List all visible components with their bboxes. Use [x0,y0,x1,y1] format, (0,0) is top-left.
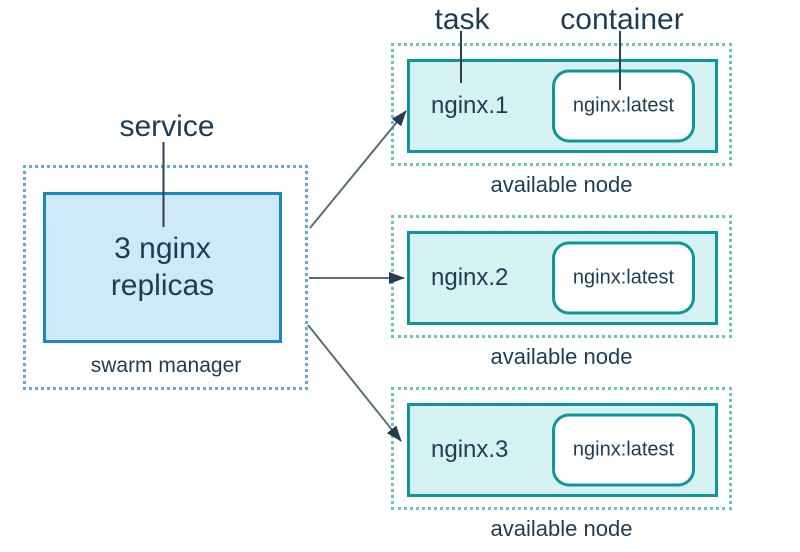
task-label: task [434,3,490,36]
task-box-3: nginx.3 nginx:latest [407,403,718,497]
task-box-2: nginx.2 nginx:latest [407,231,718,325]
container-box-3: nginx:latest [552,413,695,487]
node-caption-2: available node [490,344,633,369]
container-image-2: nginx:latest [572,266,675,289]
swarm-manager-caption: swarm manager [90,354,242,377]
container-image-3: nginx:latest [572,438,675,461]
available-node-2: nginx.2 nginx:latest available node [391,215,732,369]
available-node-3: nginx.3 nginx:latest available node [391,387,732,541]
arrow-to-node-3 [307,324,402,442]
container-label: container [560,3,684,36]
task-name-3: nginx.3 [431,436,509,463]
container-box-2: nginx:latest [552,241,695,315]
swarm-manager-dotted-box [23,165,308,390]
service-label: service [119,110,215,143]
node-caption-3: available node [490,516,633,541]
service-replicas-box: 3 nginx replicas [43,192,282,343]
container-image-1: nginx:latest [572,94,675,117]
container-box-1: nginx:latest [552,69,695,143]
task-name-1: nginx.1 [431,92,509,119]
available-node-1: nginx.1 nginx:latest available node [391,43,732,197]
node-caption-1: available node [490,172,633,197]
task-box-1: nginx.1 nginx:latest [407,59,718,153]
task-name-2: nginx.2 [431,264,509,291]
